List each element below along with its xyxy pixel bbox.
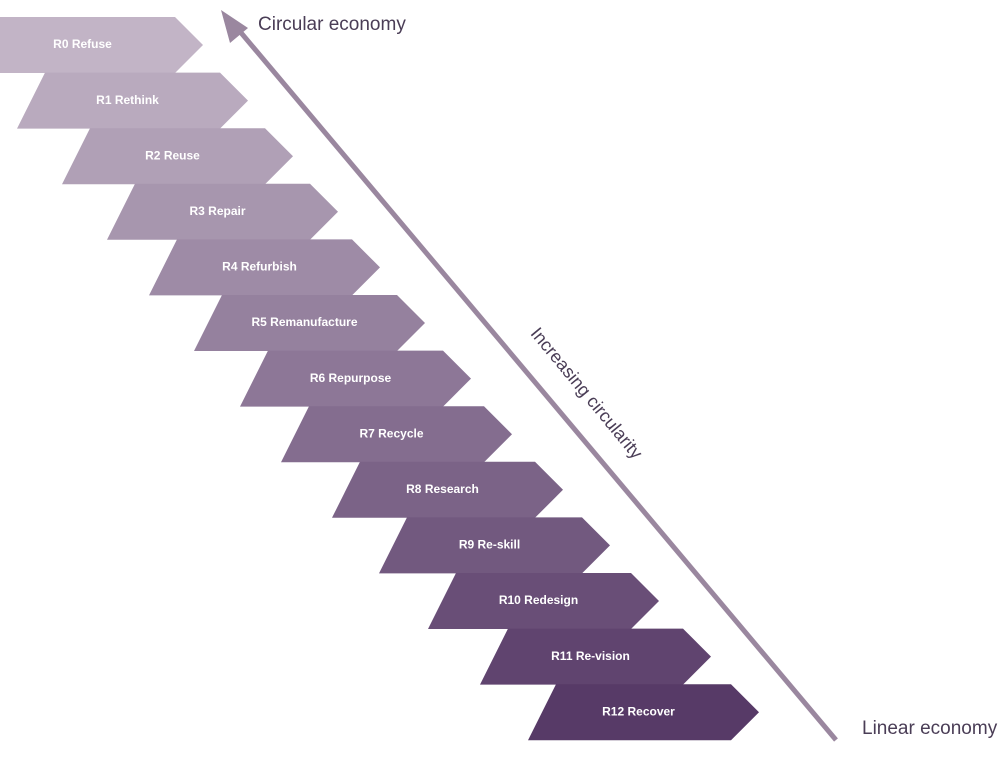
step-chevron-0 (0, 17, 203, 73)
step-label-12: R12 Recover (602, 704, 675, 718)
step-label-6: R6 Repurpose (310, 371, 392, 385)
step-label-11: R11 Re-vision (551, 649, 630, 663)
linear-economy-label: Linear economy (862, 718, 998, 739)
circular-economy-label: Circular economy (258, 14, 406, 35)
step-chevron-2 (62, 128, 293, 185)
step-chevron-5 (194, 295, 425, 351)
step-label-4: R4 Refurbish (222, 260, 297, 274)
step-chevron-1 (17, 72, 248, 129)
step-label-10: R10 Redesign (499, 593, 578, 607)
step-chevron-8 (332, 461, 563, 518)
step-label-0: R0 Refuse (53, 37, 112, 51)
step-chevron-7 (281, 406, 512, 463)
step-chevron-12 (528, 684, 759, 741)
axis-line (230, 20, 838, 742)
step-chevron-3 (107, 183, 338, 240)
step-label-1: R1 Rethink (96, 93, 159, 107)
steps-group: R0 Refuse R1 Rethink R2 Reuse R3 Repair R4 R… (0, 17, 759, 741)
step-chevron-11 (480, 628, 711, 685)
step-label-2: R2 Reuse (145, 148, 200, 162)
step-chevron-9 (379, 517, 610, 574)
step-label-8: R8 Research (406, 482, 479, 496)
step-label-9: R9 Re-skill (459, 538, 520, 552)
step-chevron-6 (240, 350, 471, 407)
axis-arrowhead-icon (221, 10, 248, 43)
step-label-3: R3 Repair (189, 204, 245, 218)
step-chevron-4 (149, 239, 380, 296)
step-label-5: R5 Remanufacture (251, 315, 357, 329)
step-chevron-10 (428, 573, 659, 629)
step-label-7: R7 Recycle (359, 426, 423, 440)
